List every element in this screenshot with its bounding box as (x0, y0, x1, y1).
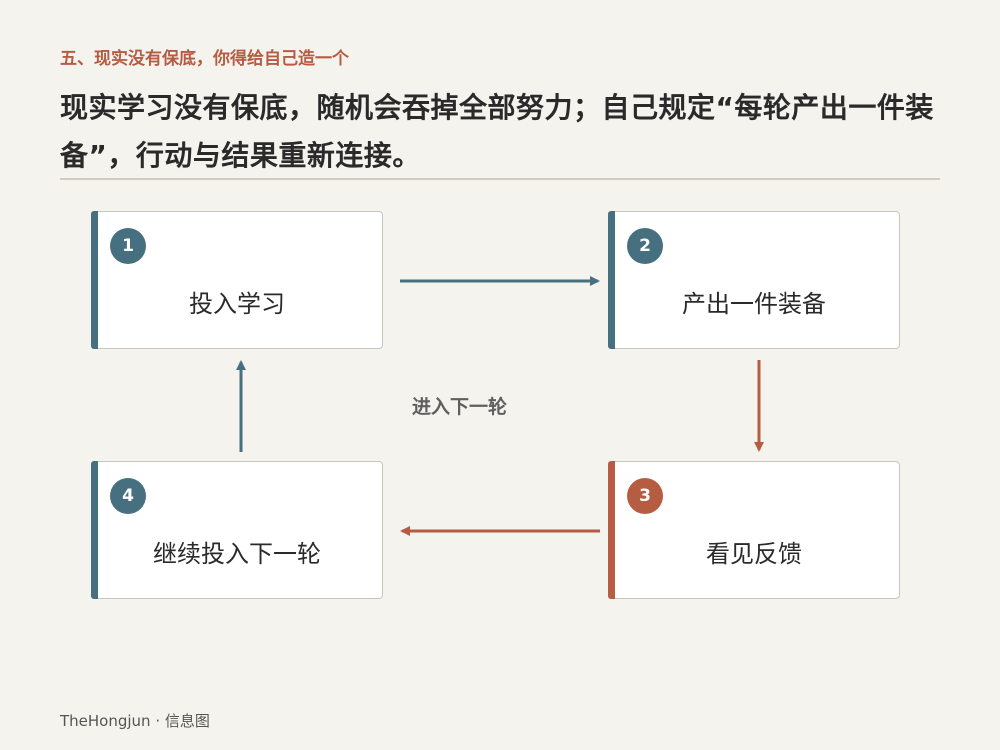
step-accent-bar (608, 461, 615, 599)
step-label: 看见反馈 (706, 540, 802, 568)
step-box-1: 1 投入学习 (91, 211, 383, 349)
step-label: 产出一件装备 (682, 290, 826, 318)
section-label: 五、现实没有保底，你得给自己造一个 (60, 49, 349, 69)
step-label: 继续投入下一轮 (153, 540, 321, 568)
step-accent-bar (91, 461, 98, 599)
step-number-badge: 2 (627, 228, 663, 264)
page-title: 现实学习没有保底，随机会吞掉全部努力；自己规定“每轮产出一件装备”，行动与结果重… (60, 91, 934, 172)
step-number-badge: 3 (627, 478, 663, 514)
step-accent-bar (91, 211, 98, 349)
divider (60, 178, 940, 180)
step-box-2: 2 产出一件装备 (608, 211, 900, 349)
step-label: 投入学习 (189, 290, 285, 318)
step-box-4: 4 继续投入下一轮 (91, 461, 383, 599)
step-number-badge: 1 (110, 228, 146, 264)
step-box-3: 3 看见反馈 (608, 461, 900, 599)
footer-credit: TheHongjun · 信息图 (60, 712, 210, 730)
step-number-badge: 4 (110, 478, 146, 514)
step-accent-bar (608, 211, 615, 349)
cycle-center-label: 进入下一轮 (412, 396, 508, 418)
